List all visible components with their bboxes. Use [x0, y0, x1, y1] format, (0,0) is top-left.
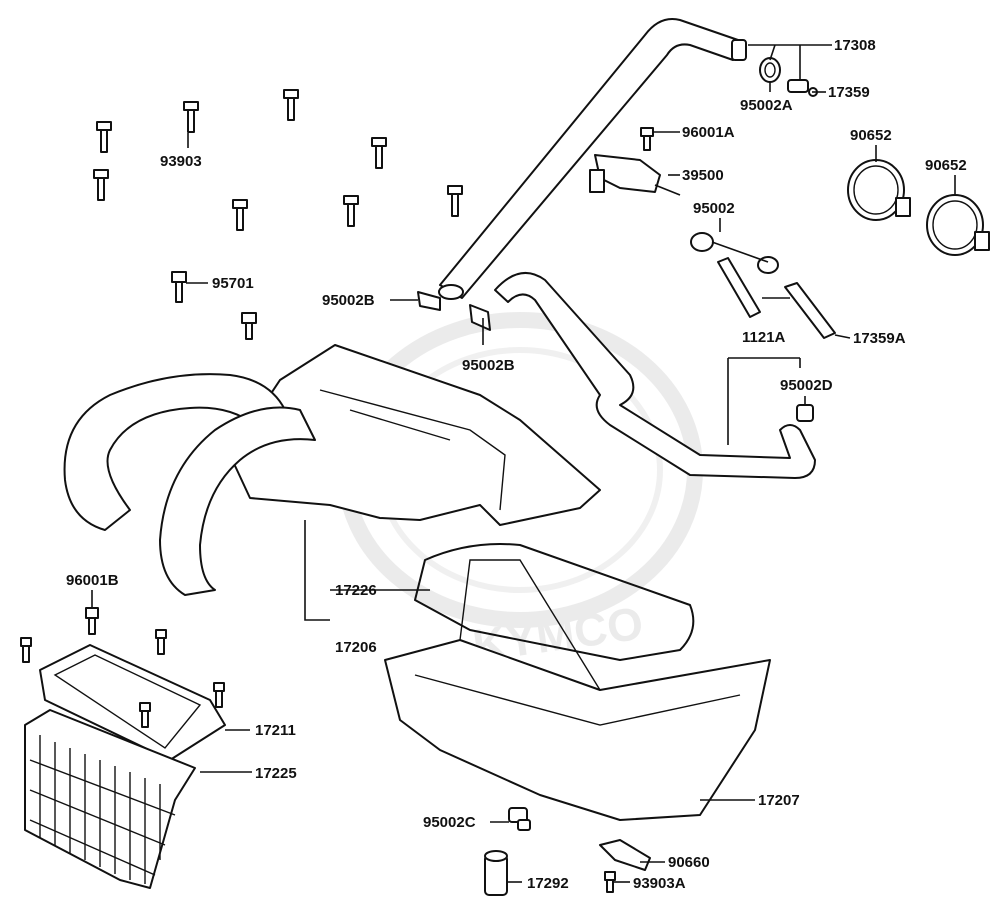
sensor-39500: [589, 154, 681, 196]
clamp-95002B-2: [469, 304, 491, 331]
label-95002C: 95002C: [423, 814, 476, 831]
filter-cover-17211: [39, 644, 226, 761]
label-93903A: 93903A: [633, 875, 686, 892]
label-90652-b: 90652: [925, 157, 967, 174]
air-box-gasket-17226: [414, 543, 695, 661]
bolt-95701: [171, 271, 257, 340]
label-17308: 17308: [834, 37, 876, 54]
hose-1121A: [494, 271, 816, 479]
pipe-17359A: [717, 257, 836, 339]
label-39500: 39500: [682, 167, 724, 184]
label-17225: 17225: [255, 765, 297, 782]
label-17211: 17211: [255, 722, 296, 739]
hose-clamp-95002A: [759, 57, 781, 83]
drain-plug-17292: [484, 850, 508, 896]
label-96001B: 96001B: [66, 572, 119, 589]
part-labels: 17308 95002A 17359 96001A 39500 95002 90…: [66, 37, 967, 892]
leader-lines: [91, 44, 956, 883]
screw-93903A: [604, 871, 616, 893]
label-17359: 17359: [828, 84, 870, 101]
clip-95002C: [508, 807, 531, 831]
bracket-90660: [599, 839, 651, 871]
air-box-upper-17206: [63, 344, 601, 596]
label-96001A: 96001A: [682, 124, 735, 141]
band-clamp-90652-a: [847, 159, 911, 221]
label-95002D: 95002D: [780, 377, 833, 394]
band-clamp-90652-b: [926, 194, 990, 256]
label-95002B-1: 95002B: [322, 292, 375, 309]
label-90660: 90660: [668, 854, 710, 871]
label-90652-a: 90652: [850, 127, 892, 144]
label-95002B-2: 95002B: [462, 357, 515, 374]
clamp-95002: [690, 232, 779, 274]
label-17292: 17292: [527, 875, 569, 892]
label-93903: 93903: [160, 153, 202, 170]
air-filter-17225: [24, 709, 196, 889]
label-95002A: 95002A: [740, 97, 793, 114]
label-17226: 17226: [335, 582, 377, 599]
label-1121A: 1121A: [742, 329, 786, 346]
bolt-group-93903: [93, 89, 463, 231]
label-95002: 95002: [693, 200, 735, 217]
label-95701: 95701: [212, 275, 254, 292]
clamp-95002D: [796, 404, 814, 422]
breather-tube: [438, 18, 747, 300]
clamp-95002B-1: [417, 291, 441, 311]
label-17359A: 17359A: [853, 330, 906, 347]
air-box-lower-17207: [384, 559, 771, 821]
connector-17359: [787, 79, 818, 97]
label-17206: 17206: [335, 639, 377, 656]
bolt-96001A: [640, 127, 654, 151]
label-17207: 17207: [758, 792, 800, 809]
